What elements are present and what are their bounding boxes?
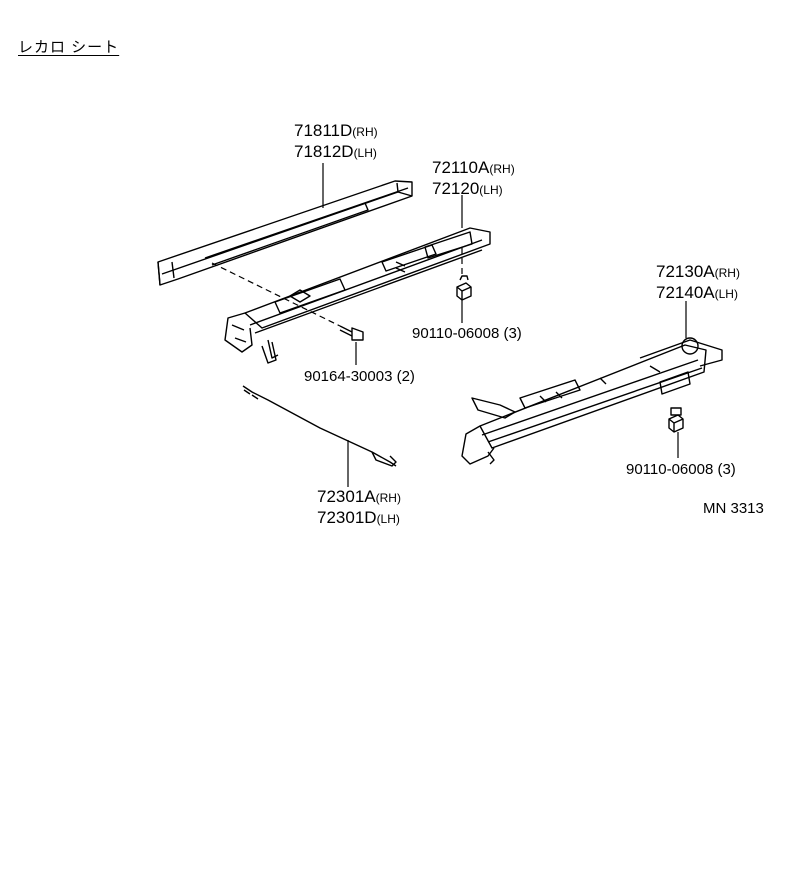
side-tag: (RH) — [375, 491, 401, 505]
figure-code: MN 3313 — [703, 500, 764, 517]
label-90110-06008-left: 90110-06008 (3) — [412, 325, 522, 342]
part-number: 71812D — [294, 142, 354, 161]
cable-part — [242, 385, 397, 467]
nut-right-part — [668, 407, 684, 433]
part-number: 72140A — [656, 283, 715, 302]
label-72110A-72120: 72110A(RH) 72120(LH) — [432, 158, 515, 200]
part-number: 72120 — [432, 179, 480, 198]
part-number: 72301A — [317, 487, 376, 506]
rail-cover-part — [157, 180, 413, 286]
side-tag: (LH) — [479, 183, 503, 197]
side-tag: (LH) — [376, 512, 400, 526]
page-title: レカロ シート — [18, 39, 120, 56]
label-72301A-72301D: 72301A(RH) 72301D(LH) — [317, 487, 401, 529]
side-tag: (RH) — [489, 162, 515, 176]
label-90164-30003: 90164-30003 (2) — [304, 368, 415, 385]
screw-part — [339, 325, 364, 341]
label-71811D-71812D: 71811D(RH) 71812D(LH) — [294, 121, 378, 163]
side-tag: (RH) — [352, 125, 378, 139]
part-number: 72110A — [432, 158, 490, 177]
part-number: 72301D — [317, 508, 377, 527]
leader-lines — [211, 163, 687, 487]
part-number: 72130A — [656, 262, 715, 281]
label-72130A-72140A: 72130A(RH) 72140A(LH) — [656, 262, 740, 304]
side-tag: (RH) — [714, 266, 740, 280]
side-tag: (LH) — [714, 287, 738, 301]
part-number: 71811D — [294, 121, 353, 140]
seat-track-left-part — [224, 227, 491, 364]
side-tag: (LH) — [353, 146, 377, 160]
seat-track-right-part — [461, 337, 723, 465]
label-90110-06008-right: 90110-06008 (3) — [626, 461, 736, 478]
nut-left-part — [456, 275, 472, 301]
